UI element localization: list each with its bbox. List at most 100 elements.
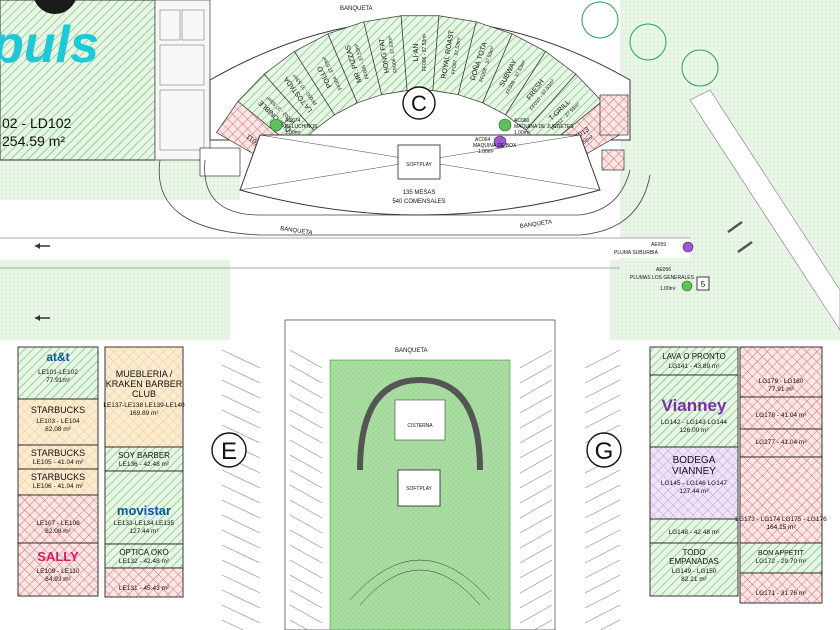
service-rooms xyxy=(159,9,205,151)
parking-stall-line xyxy=(221,379,261,399)
road-arrow-left-2 xyxy=(35,315,50,321)
leased-block-ld102[interactable] xyxy=(0,0,156,161)
store-brand: at&t xyxy=(46,350,69,364)
parking-stall-line xyxy=(289,514,323,534)
store-brand: STARBUCKS xyxy=(31,448,85,458)
store-area: 82.08 m² xyxy=(45,528,71,535)
store-code: LE107 - LE108 xyxy=(36,520,80,527)
kiosk-ae056-dot[interactable] xyxy=(681,280,693,292)
food-court-unit-name: LI-AN xyxy=(413,44,420,62)
store-unit[interactable] xyxy=(649,542,739,597)
store-unit[interactable] xyxy=(739,456,823,544)
parking-stall-line xyxy=(519,409,553,429)
store-code: LE106 - 41.04 m² xyxy=(33,483,84,490)
parking-stall-line xyxy=(584,409,621,429)
store-unit[interactable] xyxy=(17,346,99,400)
main-road xyxy=(0,238,690,258)
store-unit[interactable] xyxy=(649,518,739,544)
parking-stall-line xyxy=(289,364,323,384)
marker-5-box[interactable] xyxy=(696,276,710,291)
store-code: LG178 - 41.04 m² xyxy=(756,412,808,419)
kiosk-ae056-area: 1.00m² xyxy=(660,286,676,292)
service-corridor xyxy=(154,0,211,161)
store-unit[interactable] xyxy=(104,346,184,448)
zone-e-marker[interactable] xyxy=(211,432,247,468)
store-unit[interactable] xyxy=(739,396,823,430)
unit-ff015[interactable] xyxy=(601,149,625,171)
marker-5-label: 5 xyxy=(701,280,706,289)
store-code: LE103 - LE104 xyxy=(36,418,80,425)
parking-stall-line xyxy=(519,364,553,384)
parking-stall-line xyxy=(221,409,261,429)
parking-stall-line xyxy=(221,394,261,414)
parking-stall-line xyxy=(289,379,323,399)
store-area: 127.44 m² xyxy=(679,488,709,495)
parking-stall-line xyxy=(289,439,323,459)
kiosk-ae059-dot[interactable] xyxy=(682,241,694,253)
food-court-unit[interactable] xyxy=(400,15,440,91)
kiosk-ac064-dot[interactable] xyxy=(493,135,507,149)
green-area-right-mid xyxy=(610,260,840,340)
store-unit[interactable] xyxy=(739,572,823,604)
store-unit[interactable] xyxy=(17,444,99,470)
store-unit[interactable] xyxy=(17,542,99,597)
store-code: LG142 - LG143 LG144 xyxy=(661,419,728,426)
softplay-top-label: SOFTPLAY xyxy=(406,162,432,168)
zone-c-marker[interactable] xyxy=(402,86,436,120)
store-unit[interactable] xyxy=(17,398,99,446)
kiosk-ac060-name: MAQUINA DE JUGUETES xyxy=(514,124,574,130)
store-unit[interactable] xyxy=(649,374,739,448)
banqueta-top-label: BANQUETA xyxy=(340,6,373,12)
unit-ff014[interactable] xyxy=(599,94,629,136)
softplay-top-box[interactable] xyxy=(397,144,441,180)
store-unit[interactable] xyxy=(649,346,739,376)
parking-stall-line xyxy=(289,484,323,504)
store-unit[interactable] xyxy=(739,346,823,398)
parking-stall-line xyxy=(221,364,261,384)
store-area: 82.08 m² xyxy=(45,426,71,433)
parking-stall-line xyxy=(519,559,553,579)
parking-stall-line xyxy=(519,589,553,609)
store-unit[interactable] xyxy=(649,446,739,520)
store-unit[interactable] xyxy=(104,470,184,545)
parking-stall-line xyxy=(584,589,621,609)
amphitheater-steps xyxy=(349,559,491,601)
kiosk-ae056-name: PLUMAS LOS GENERALES xyxy=(630,275,695,281)
store-unit[interactable] xyxy=(17,494,99,544)
store-unit[interactable] xyxy=(104,543,184,569)
parking-stall-line xyxy=(289,574,323,594)
parking-stall-line xyxy=(519,574,553,594)
store-unit[interactable] xyxy=(17,468,99,496)
kiosk-ac074-dot[interactable] xyxy=(269,118,283,132)
parking-stall-line xyxy=(584,604,621,624)
parking-stall-line xyxy=(533,619,553,630)
store-unit[interactable] xyxy=(104,446,184,472)
softplay-lower-box[interactable] xyxy=(397,469,441,507)
store-brand: LAVA O PRONTO xyxy=(662,352,726,361)
zone-g-marker[interactable] xyxy=(586,432,622,468)
store-code: LE101-LE102 xyxy=(38,369,78,376)
road-curve-inner xyxy=(204,159,631,216)
store-code: LG173 - LG174 LG175 - LG176 xyxy=(735,516,827,523)
parking-stall-line xyxy=(584,529,621,549)
parking-stall-line xyxy=(221,499,261,519)
kiosk-ac060-dot[interactable] xyxy=(498,118,512,132)
parking-stall-line xyxy=(519,529,553,549)
parking-stall-line xyxy=(289,469,323,489)
store-code: LG179 - LG180 xyxy=(759,378,804,385)
parking-stall-line xyxy=(289,424,323,444)
store-unit[interactable] xyxy=(104,567,184,598)
parking-stall-line xyxy=(289,604,323,624)
banqueta-curve-label: BANQUETA xyxy=(280,226,313,236)
store-brand: SALLY xyxy=(37,549,79,564)
food-court-unit-sub: FF007 - 37.53m² xyxy=(451,37,463,75)
parking-stall-line xyxy=(519,394,553,414)
store-area: 84.93 m² xyxy=(45,576,71,583)
parking-stall-line xyxy=(221,529,261,549)
road-arrow-left xyxy=(35,243,50,249)
kiosk-ac074-name: PELUCHINOS xyxy=(285,124,318,130)
